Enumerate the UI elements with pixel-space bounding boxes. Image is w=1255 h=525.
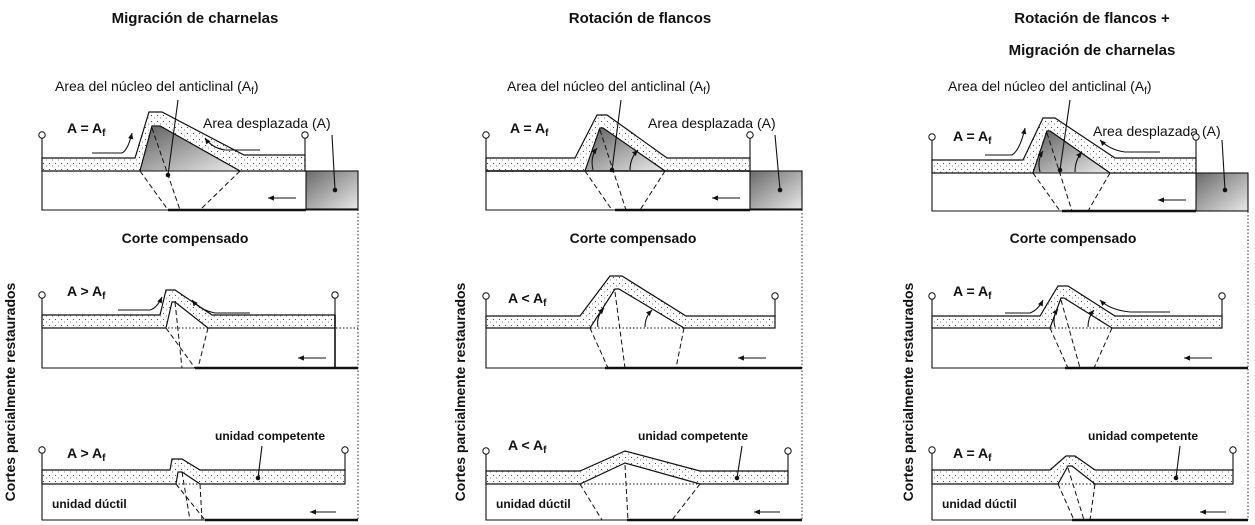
compensated-label: Corte compensado bbox=[570, 230, 697, 246]
ductile-unit-label: unidad dúctil bbox=[52, 497, 127, 511]
displaced-area-label: Area desplazada (A) bbox=[203, 115, 331, 131]
column-rotation-plus-migration: Rotación de flancos + Migración de charn… bbox=[928, 10, 1249, 522]
side-label-2: Cortes parcialmente restaurados bbox=[452, 282, 468, 501]
section-partial-1 bbox=[931, 285, 1248, 370]
pin-icons bbox=[928, 133, 1237, 470]
column-hinge-migration: Migración de charnelas Area del núcleo d… bbox=[38, 10, 359, 522]
core-area-label: Area del núcleo del anticlinal (Af) bbox=[948, 78, 1152, 97]
section-compensated bbox=[931, 99, 1249, 520]
compensated-label: Corte compensado bbox=[122, 230, 249, 246]
equation-middle: A > Af bbox=[67, 283, 106, 302]
pin-icons bbox=[482, 131, 792, 471]
equation-top: A = Af bbox=[510, 120, 549, 139]
displaced-area-label: Area desplazada (A) bbox=[648, 115, 776, 131]
displaced-area-label: Area desplazada (A) bbox=[1093, 123, 1221, 139]
ductile-unit-label: unidad dúctil bbox=[496, 497, 571, 511]
equation-top: A = Af bbox=[67, 120, 106, 139]
equation-middle: A < Af bbox=[508, 290, 547, 309]
equation-top: A = Af bbox=[953, 128, 992, 147]
competent-unit-label: unidad competente bbox=[638, 429, 748, 443]
section-partial-2 bbox=[931, 445, 1248, 522]
column-title: Migración de charnelas bbox=[112, 10, 279, 27]
side-label-3: Cortes parcialmente restaurados bbox=[900, 282, 916, 501]
section-partial-2 bbox=[485, 445, 802, 522]
side-label-1: Cortes parcialmente restaurados bbox=[2, 282, 18, 501]
column-title-line-2: Migración de charnelas bbox=[1009, 42, 1176, 59]
core-area-label: Area del núcleo del anticlinal (Af) bbox=[55, 78, 259, 97]
column-title: Rotación de flancos bbox=[569, 10, 712, 27]
core-area-label: Area del núcleo del anticlinal (Af) bbox=[507, 78, 711, 97]
section-compensated bbox=[485, 99, 803, 520]
section-partial-2 bbox=[41, 445, 358, 522]
equation-middle: A = Af bbox=[953, 283, 992, 302]
equation-bottom: A = Af bbox=[953, 445, 992, 464]
column-title-line-1: Rotación de flancos + bbox=[1014, 10, 1170, 27]
section-partial-1 bbox=[485, 275, 802, 370]
equation-bottom: A > Af bbox=[67, 445, 106, 464]
competent-unit-label: unidad competente bbox=[1088, 429, 1198, 443]
column-limb-rotation: Rotación de flancos Area del núcleo del … bbox=[482, 10, 803, 522]
section-partial-1 bbox=[41, 289, 358, 370]
competent-unit-label: unidad competente bbox=[215, 429, 325, 443]
equation-bottom: A < Af bbox=[508, 437, 547, 456]
pin-icons bbox=[38, 131, 349, 470]
section-compensated bbox=[41, 99, 359, 520]
ductile-unit-label: unidad dúctil bbox=[942, 497, 1017, 511]
compensated-label: Corte compensado bbox=[1010, 230, 1137, 246]
